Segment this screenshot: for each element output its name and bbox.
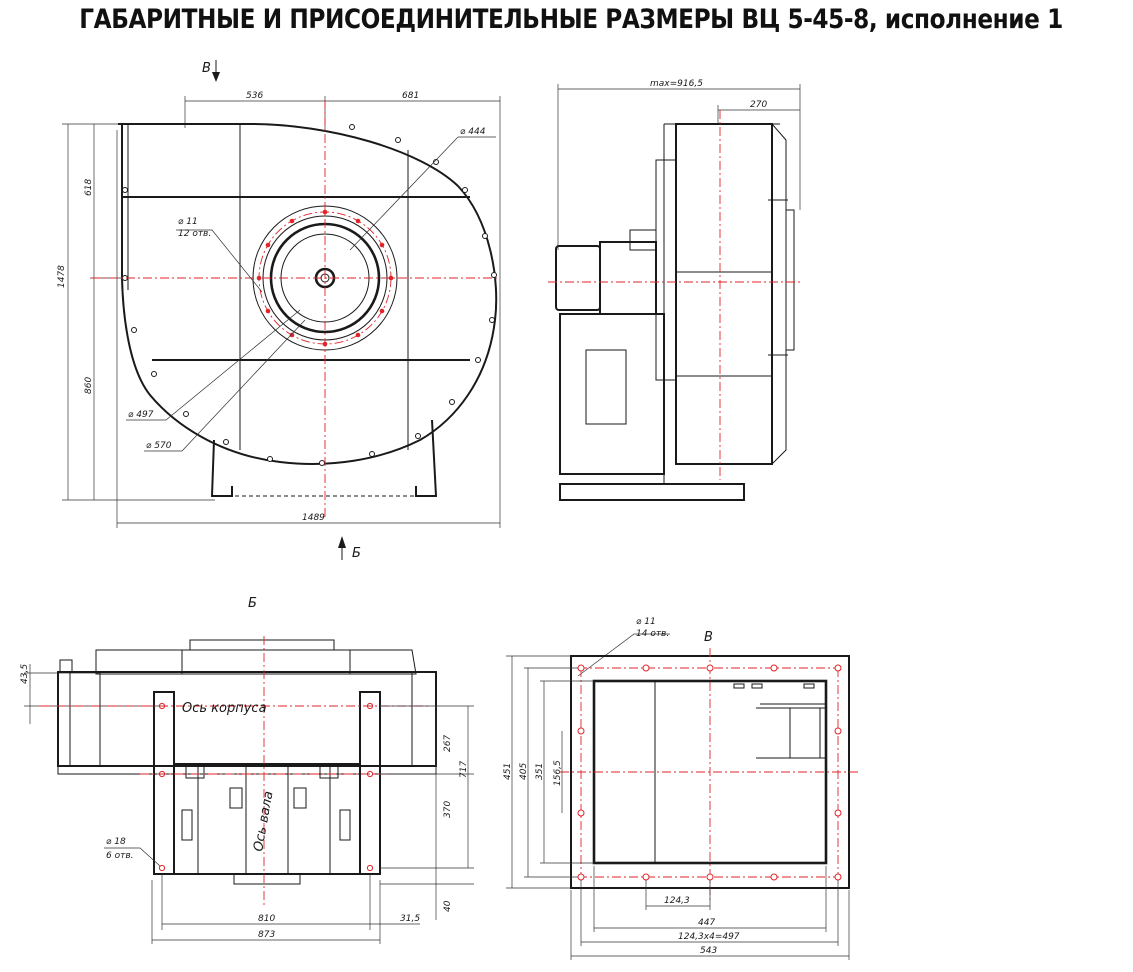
bracket — [185, 763, 205, 779]
leader-11-flange — [577, 633, 670, 677]
motor-body — [599, 241, 657, 315]
bottom-view: Б 43,5 — [20, 596, 474, 944]
bracket — [319, 763, 339, 779]
motor-end — [555, 245, 601, 311]
axis-shaft-label: Ось вала — [251, 790, 276, 853]
view-b2-arrowhead — [338, 536, 346, 548]
inlet-flange — [785, 209, 795, 351]
flange-bolts — [256, 209, 394, 347]
dim-618: 618 — [84, 179, 94, 196]
frame-rail-left — [153, 691, 175, 875]
view-b-arrow-label: В — [202, 61, 211, 76]
leader-18 — [104, 847, 161, 867]
holes-6-label: 6 отв. — [106, 851, 134, 861]
dia-444-label: ⌀ 444 — [460, 127, 486, 137]
slot — [339, 809, 351, 841]
motor-shaft-end — [233, 873, 301, 885]
page-title: ГАБАРИТНЫЕ И ПРИСОЕДИНИТЕЛЬНЫЕ РАЗМЕРЫ В… — [79, 4, 1063, 35]
outlet-top — [181, 649, 351, 675]
dim-43-5: 43,5 — [20, 664, 30, 684]
dim-451: 451 — [503, 763, 513, 780]
stand-leg-right — [415, 419, 438, 497]
outlet-flange — [189, 639, 335, 651]
dim-351: 351 — [535, 763, 545, 780]
inlet-cone — [771, 123, 787, 465]
dim-156-5: 156,5 — [553, 760, 563, 786]
dim-860: 860 — [84, 377, 94, 394]
leader-11 — [176, 229, 263, 293]
dim-543: 543 — [700, 946, 717, 956]
base-plate — [559, 483, 745, 501]
dia-497-label: ⌀ 497 — [128, 410, 154, 420]
frame-rail-right — [359, 691, 381, 875]
motor-foot — [293, 787, 307, 809]
housing-right-top — [349, 649, 417, 675]
dim-405: 405 — [519, 763, 529, 780]
dia-11-label: ⌀ 11 — [178, 217, 198, 227]
view-b2-arrow-label: Б — [352, 546, 361, 561]
dim-124-3: 124,3 — [664, 896, 690, 906]
frame-opening — [585, 349, 627, 425]
holes-14-label: 14 отв. — [636, 629, 669, 639]
leader-497 — [126, 309, 301, 421]
lug — [751, 683, 763, 689]
scroll-housing — [118, 123, 498, 465]
dim-1489: 1489 — [302, 513, 325, 523]
flange-dia-11-label: ⌀ 11 — [636, 617, 656, 627]
dim-max: max=916,5 — [650, 79, 703, 89]
dim-873: 873 — [258, 930, 275, 940]
dim-497: 124,3x4=497 — [678, 932, 740, 942]
corner-lug — [59, 659, 73, 673]
casing-body — [675, 123, 773, 465]
slot — [181, 809, 193, 841]
view-b-arrowhead — [212, 72, 220, 82]
dim-1478: 1478 — [57, 265, 67, 288]
damper-block — [789, 707, 821, 759]
bottom-view-label: Б — [248, 596, 257, 611]
scroll-bolts — [122, 124, 497, 466]
axis-body-label: Ось корпуса — [182, 701, 267, 716]
frame-stand — [559, 313, 665, 475]
bearing-support — [655, 159, 677, 381]
stand-leg-left — [210, 439, 233, 497]
motor-terminal-box — [629, 229, 657, 251]
holes-12-label: 12 отв. — [178, 229, 211, 239]
dim-270: 270 — [750, 100, 767, 110]
flange-holes — [577, 664, 842, 881]
dim-40: 40 — [443, 900, 453, 912]
motor-foot — [229, 787, 243, 809]
dia-570-label: ⌀ 570 — [146, 441, 172, 451]
dim-717: 717 — [459, 761, 469, 778]
flange-view: В ⌀ 11 14 отв. — [503, 617, 860, 960]
dim-370: 370 — [443, 801, 453, 818]
dim-681: 681 — [402, 91, 419, 101]
lug — [803, 683, 815, 689]
dim-31-5: 31,5 — [400, 914, 420, 924]
dim-267: 267 — [443, 735, 453, 752]
dim-536: 536 — [246, 91, 263, 101]
flange-view-label: В — [704, 630, 713, 645]
side-view: max=916,5 270 — [548, 79, 801, 501]
housing-left-top — [95, 649, 183, 675]
leader-570 — [144, 319, 306, 452]
lug — [733, 683, 745, 689]
dim-447: 447 — [698, 918, 715, 928]
leader-444 — [349, 136, 459, 251]
front-view: В 536 681 618 1478 860 1489 Б — [57, 60, 501, 561]
dim-810: 810 — [258, 914, 275, 924]
dia-18-label: ⌀ 18 — [106, 837, 126, 847]
